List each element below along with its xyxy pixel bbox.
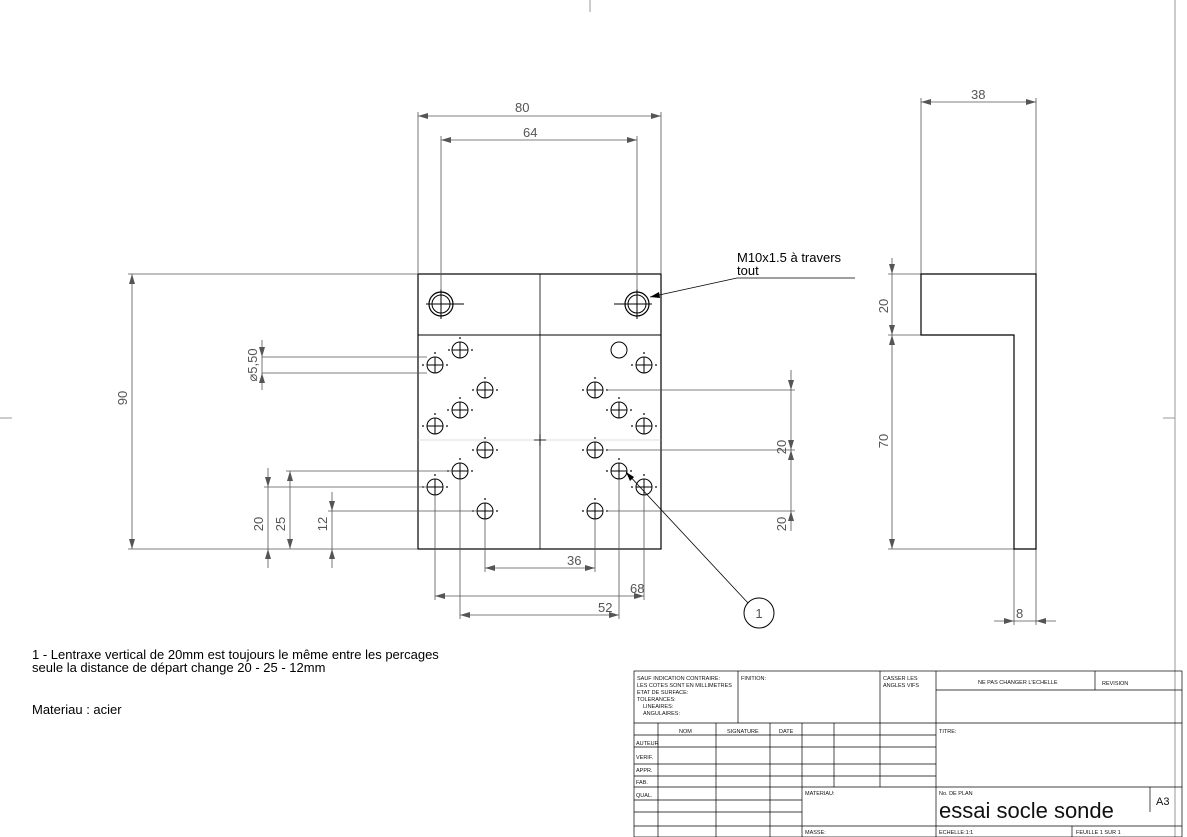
center-marks bbox=[422, 337, 657, 512]
dim-80: 80 bbox=[515, 100, 529, 115]
dim-hole-diameter: ⌀5,50 bbox=[245, 348, 260, 381]
front-view bbox=[417, 273, 662, 550]
dimension-arrows bbox=[129, 99, 1046, 624]
dim-side-70: 70 bbox=[876, 434, 891, 448]
sheet-label: FEUILLE 1 SUR 1 bbox=[1076, 830, 1121, 836]
drawing-name: essai socle sonde bbox=[939, 798, 1114, 823]
hole-pattern bbox=[426, 341, 653, 520]
general-note-4: TOLERANCES: bbox=[637, 697, 676, 703]
note-line1: 1 - Lentraxe vertical de 20mm est toujou… bbox=[32, 647, 439, 662]
finish-label: FINITION: bbox=[741, 676, 767, 682]
thread-note-line1: M10x1.5 à travers bbox=[737, 250, 842, 265]
revision-label: REVISION bbox=[1102, 681, 1128, 687]
side-view-outline bbox=[920, 273, 1037, 550]
dim-start-25: 25 bbox=[273, 517, 288, 531]
col-signature: SIGNATURE bbox=[727, 729, 759, 735]
general-note-5: LINEAIRES: bbox=[643, 704, 674, 710]
m10-hole-left bbox=[426, 289, 464, 319]
title-block: SAUF INDICATION CONTRAIRE: LES COTES SON… bbox=[633, 670, 1183, 837]
dimension-lines bbox=[128, 98, 1056, 625]
dim-36: 36 bbox=[567, 553, 581, 568]
note-line2: seule la distance de départ change 20 - … bbox=[32, 660, 325, 675]
col-name: NOM bbox=[679, 729, 692, 735]
no-scale-note: NE PAS CHANGER L'ECHELLE bbox=[978, 680, 1058, 686]
note-balloon: 1 bbox=[625, 471, 775, 629]
dimension-values: 80 64 90 ⌀5,50 20 25 12 36 68 52 20 20 3… bbox=[115, 87, 1023, 621]
dim-90: 90 bbox=[115, 391, 130, 405]
row-qual: QUAL. bbox=[636, 793, 653, 799]
dim-pitch-lower: 20 bbox=[774, 517, 789, 531]
title-label: TITRE: bbox=[939, 729, 957, 735]
general-note-3: ETAT DE SURFACE: bbox=[637, 690, 689, 696]
row-fab: FAB. bbox=[636, 780, 648, 786]
dim-start-20: 20 bbox=[251, 517, 266, 531]
mass-label: MASSE: bbox=[805, 830, 826, 836]
dim-start-12: 12 bbox=[315, 517, 330, 531]
drawing-no-label: No. DE PLAN bbox=[939, 791, 973, 797]
general-note-2: LES COTES SONT EN MILLIMETRES bbox=[637, 683, 732, 689]
drawing-notes: 1 - Lentraxe vertical de 20mm est toujou… bbox=[32, 647, 439, 717]
material-note: Materiau : acier bbox=[32, 702, 122, 717]
dim-38: 38 bbox=[971, 87, 985, 102]
row-verif: VERIF. bbox=[636, 755, 654, 761]
thread-note-line2: tout bbox=[737, 263, 759, 278]
sheet-size: A3 bbox=[1156, 796, 1169, 808]
col-date: DATE bbox=[779, 729, 794, 735]
general-note-1: SAUF INDICATION CONTRAIRE: bbox=[637, 676, 720, 682]
thread-callout: M10x1.5 à travers tout bbox=[649, 250, 855, 298]
dim-64: 64 bbox=[523, 125, 537, 140]
break-edges-2: ANGLES VIFS bbox=[883, 683, 919, 689]
break-edges-1: CASSER LES bbox=[883, 676, 918, 682]
material-label: MATERIAU: bbox=[805, 791, 835, 797]
row-author: AUTEUR bbox=[636, 741, 659, 747]
dim-pitch-upper: 20 bbox=[774, 440, 789, 454]
row-appr: APPR. bbox=[636, 768, 653, 774]
dim-52: 52 bbox=[598, 600, 612, 615]
general-note-6: ANGULAIRES: bbox=[643, 711, 680, 717]
plain-hole bbox=[610, 341, 628, 359]
balloon-number: 1 bbox=[755, 606, 762, 621]
dim-68: 68 bbox=[630, 581, 644, 596]
dim-8: 8 bbox=[1016, 606, 1023, 621]
dim-side-20: 20 bbox=[876, 299, 891, 313]
m10-hole-right bbox=[614, 289, 652, 319]
scale-label: ECHELLE:1:1 bbox=[939, 830, 973, 836]
